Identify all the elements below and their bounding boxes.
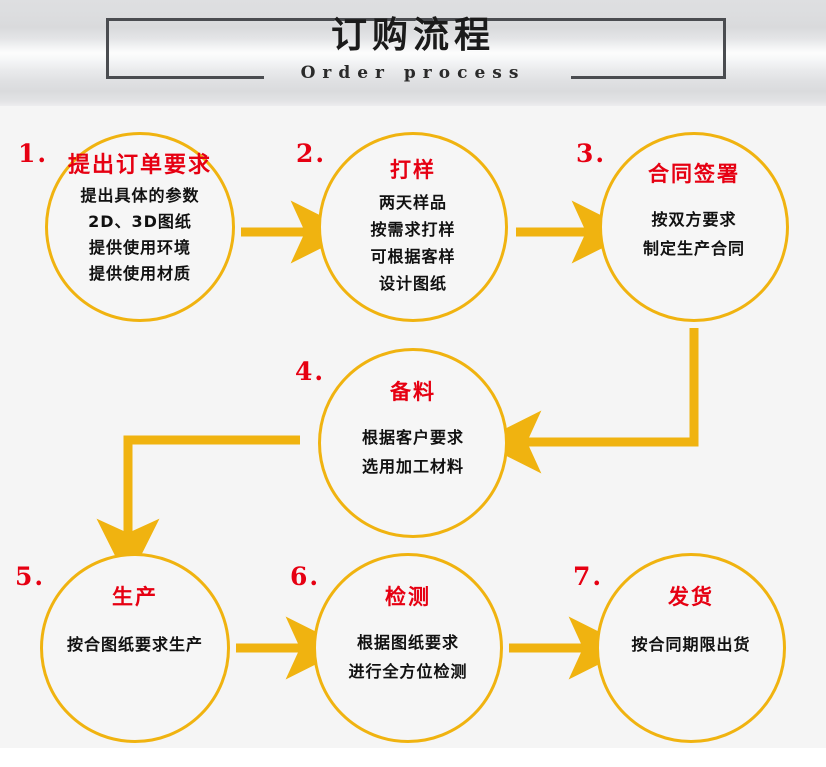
node-7-line-1: 按合同期限出货 — [631, 635, 751, 654]
node-2-line-4: 设计图纸 — [378, 274, 447, 293]
node-3-line-2: 制定生产合同 — [642, 239, 745, 258]
node-2-line-2: 按需求打样 — [370, 220, 456, 239]
flow-node-7[interactable]: 发货 按合同期限出货 — [596, 553, 786, 743]
step-number-5: 5. — [15, 562, 46, 591]
node-6-line-2: 进行全方位检测 — [348, 662, 468, 681]
step-number-2: 2. — [296, 139, 327, 168]
node-1-line-1: 提出具体的参数 — [80, 186, 200, 205]
flow-node-2[interactable]: 打样 两天样品 按需求打样 可根据客样 设计图纸 — [318, 132, 508, 322]
node-2-title: 打样 — [390, 158, 436, 182]
node-5-lines: 按合图纸要求生产 — [67, 632, 203, 657]
step-number-7: 7. — [573, 562, 604, 591]
connector-3-to-4 — [478, 328, 699, 474]
node-1-title: 提出订单要求 — [67, 153, 212, 178]
node-7-lines: 按合同期限出货 — [631, 632, 750, 657]
flow-node-4[interactable]: 备料 根据客户要求 选用加工材料 — [318, 348, 508, 538]
step-number-1: 1. — [18, 139, 49, 168]
node-2-line-1: 两天样品 — [378, 193, 447, 212]
flow-node-6[interactable]: 检测 根据图纸要求 进行全方位检测 — [313, 553, 503, 743]
node-5-title: 生产 — [112, 585, 158, 609]
flow-node-1[interactable]: 提出订单要求 提出具体的参数 2D、3D图纸 提供使用环境 提供使用材质 — [45, 132, 235, 322]
step-number-3: 3. — [576, 139, 607, 168]
node-1-line-3: 提供使用环境 — [88, 238, 191, 257]
page-subtitle: Order process — [300, 63, 526, 83]
node-3-title: 合同签署 — [648, 162, 740, 186]
node-1-line-4: 提供使用材质 — [88, 264, 191, 283]
node-6-title: 检测 — [385, 585, 431, 609]
node-6-line-1: 根据图纸要求 — [356, 633, 459, 652]
page-title: 订购流程 — [330, 15, 495, 56]
bottom-white-strip — [0, 748, 826, 767]
node-2-lines: 两天样品 按需求打样 可根据客样 设计图纸 — [370, 189, 455, 297]
node-4-line-2: 选用加工材料 — [361, 457, 464, 476]
node-1-line-2: 2D、3D图纸 — [88, 212, 192, 231]
node-4-title: 备料 — [390, 380, 436, 404]
step-number-4: 4. — [295, 357, 326, 386]
node-3-line-1: 按双方要求 — [651, 210, 737, 229]
connector-4-to-5 — [96, 435, 300, 582]
node-4-lines: 根据客户要求 选用加工材料 — [362, 423, 464, 481]
step-number-6: 6. — [290, 562, 321, 591]
node-1-lines: 提出具体的参数 2D、3D图纸 提供使用环境 提供使用材质 — [80, 183, 199, 287]
node-3-lines: 按双方要求 制定生产合同 — [643, 205, 745, 263]
node-7-title: 发货 — [668, 585, 714, 609]
node-6-lines: 根据图纸要求 进行全方位检测 — [348, 628, 467, 686]
node-5-line-1: 按合图纸要求生产 — [66, 635, 203, 654]
node-2-line-3: 可根据客样 — [370, 247, 456, 266]
header-metallic-band — [0, 0, 826, 106]
flow-node-5[interactable]: 生产 按合图纸要求生产 — [40, 553, 230, 743]
node-4-line-1: 根据客户要求 — [361, 428, 464, 447]
flow-node-3[interactable]: 合同签署 按双方要求 制定生产合同 — [599, 132, 789, 322]
